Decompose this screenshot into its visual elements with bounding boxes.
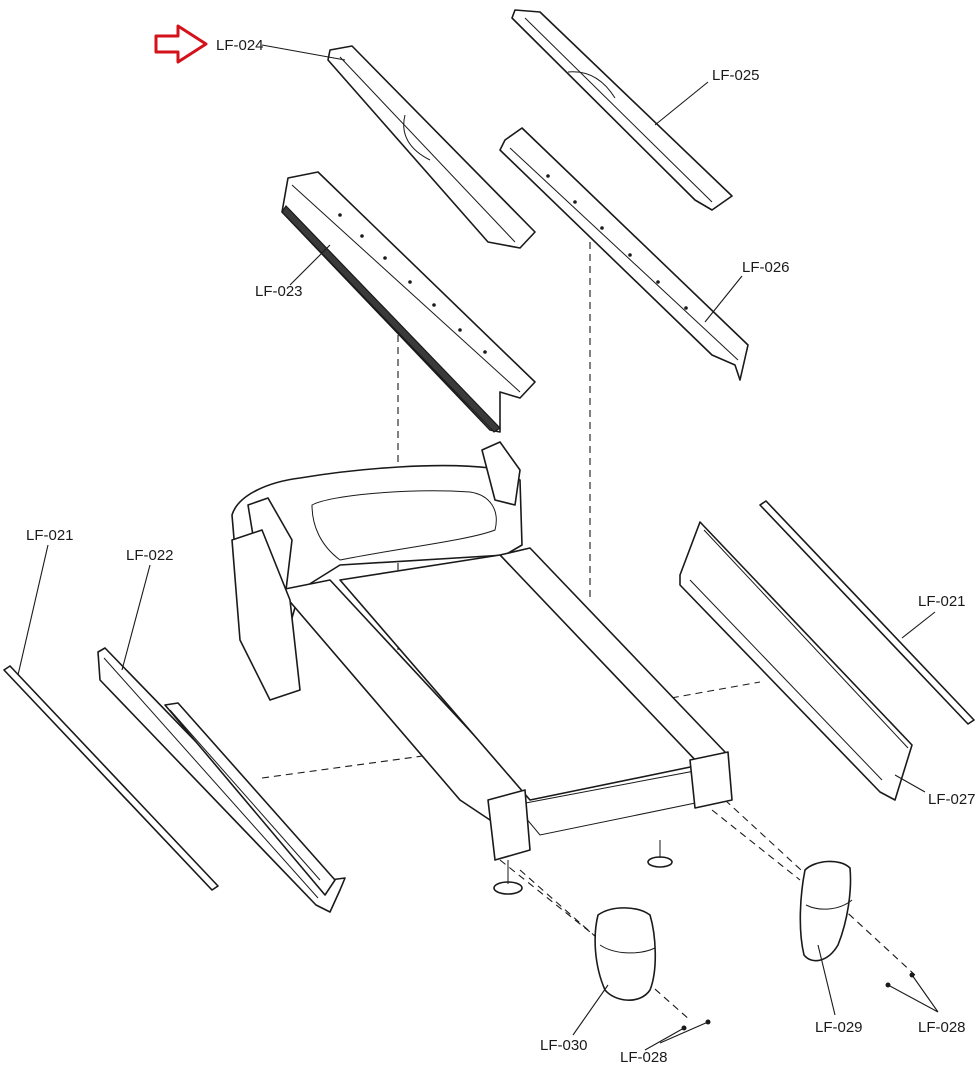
label-lf-029: LF-029 — [815, 1019, 863, 1036]
part-lf-030 — [594, 907, 657, 1001]
label-lf-022: LF-022 — [126, 547, 174, 564]
label-lf-023: LF-023 — [255, 283, 303, 300]
label-lf-028-right: LF-028 — [918, 1019, 966, 1036]
label-lf-026: LF-026 — [742, 259, 790, 276]
part-lf-025 — [511, 9, 733, 211]
label-lf-025: LF-025 — [712, 67, 760, 84]
label-lf-027: LF-027 — [928, 791, 976, 808]
part-lf-021-left — [3, 665, 219, 891]
part-lf-023 — [281, 171, 536, 433]
label-lf-021-right: LF-021 — [918, 593, 966, 610]
part-lf-026-holes — [546, 174, 688, 310]
part-lf-023-holes — [338, 213, 487, 354]
callout-labels: LF-024 LF-025 LF-023 LF-026 LF-021 LF-02… — [26, 37, 976, 1066]
part-lf-026 — [499, 127, 749, 381]
part-lf-022 — [97, 647, 346, 913]
part-lf-024 — [327, 45, 536, 249]
highlight-arrow-icon — [154, 24, 208, 64]
screws-lf-028 — [681, 972, 915, 1031]
treadmill-frame — [231, 441, 733, 895]
leader-lines — [17, 44, 939, 1051]
label-lf-030: LF-030 — [540, 1037, 588, 1054]
part-lf-029 — [799, 860, 853, 962]
part-lf-021-right — [759, 500, 975, 725]
part-lf-027 — [679, 521, 913, 801]
label-lf-024: LF-024 — [216, 37, 264, 54]
label-lf-028-left: LF-028 — [620, 1049, 668, 1066]
label-lf-021-left: LF-021 — [26, 527, 74, 544]
